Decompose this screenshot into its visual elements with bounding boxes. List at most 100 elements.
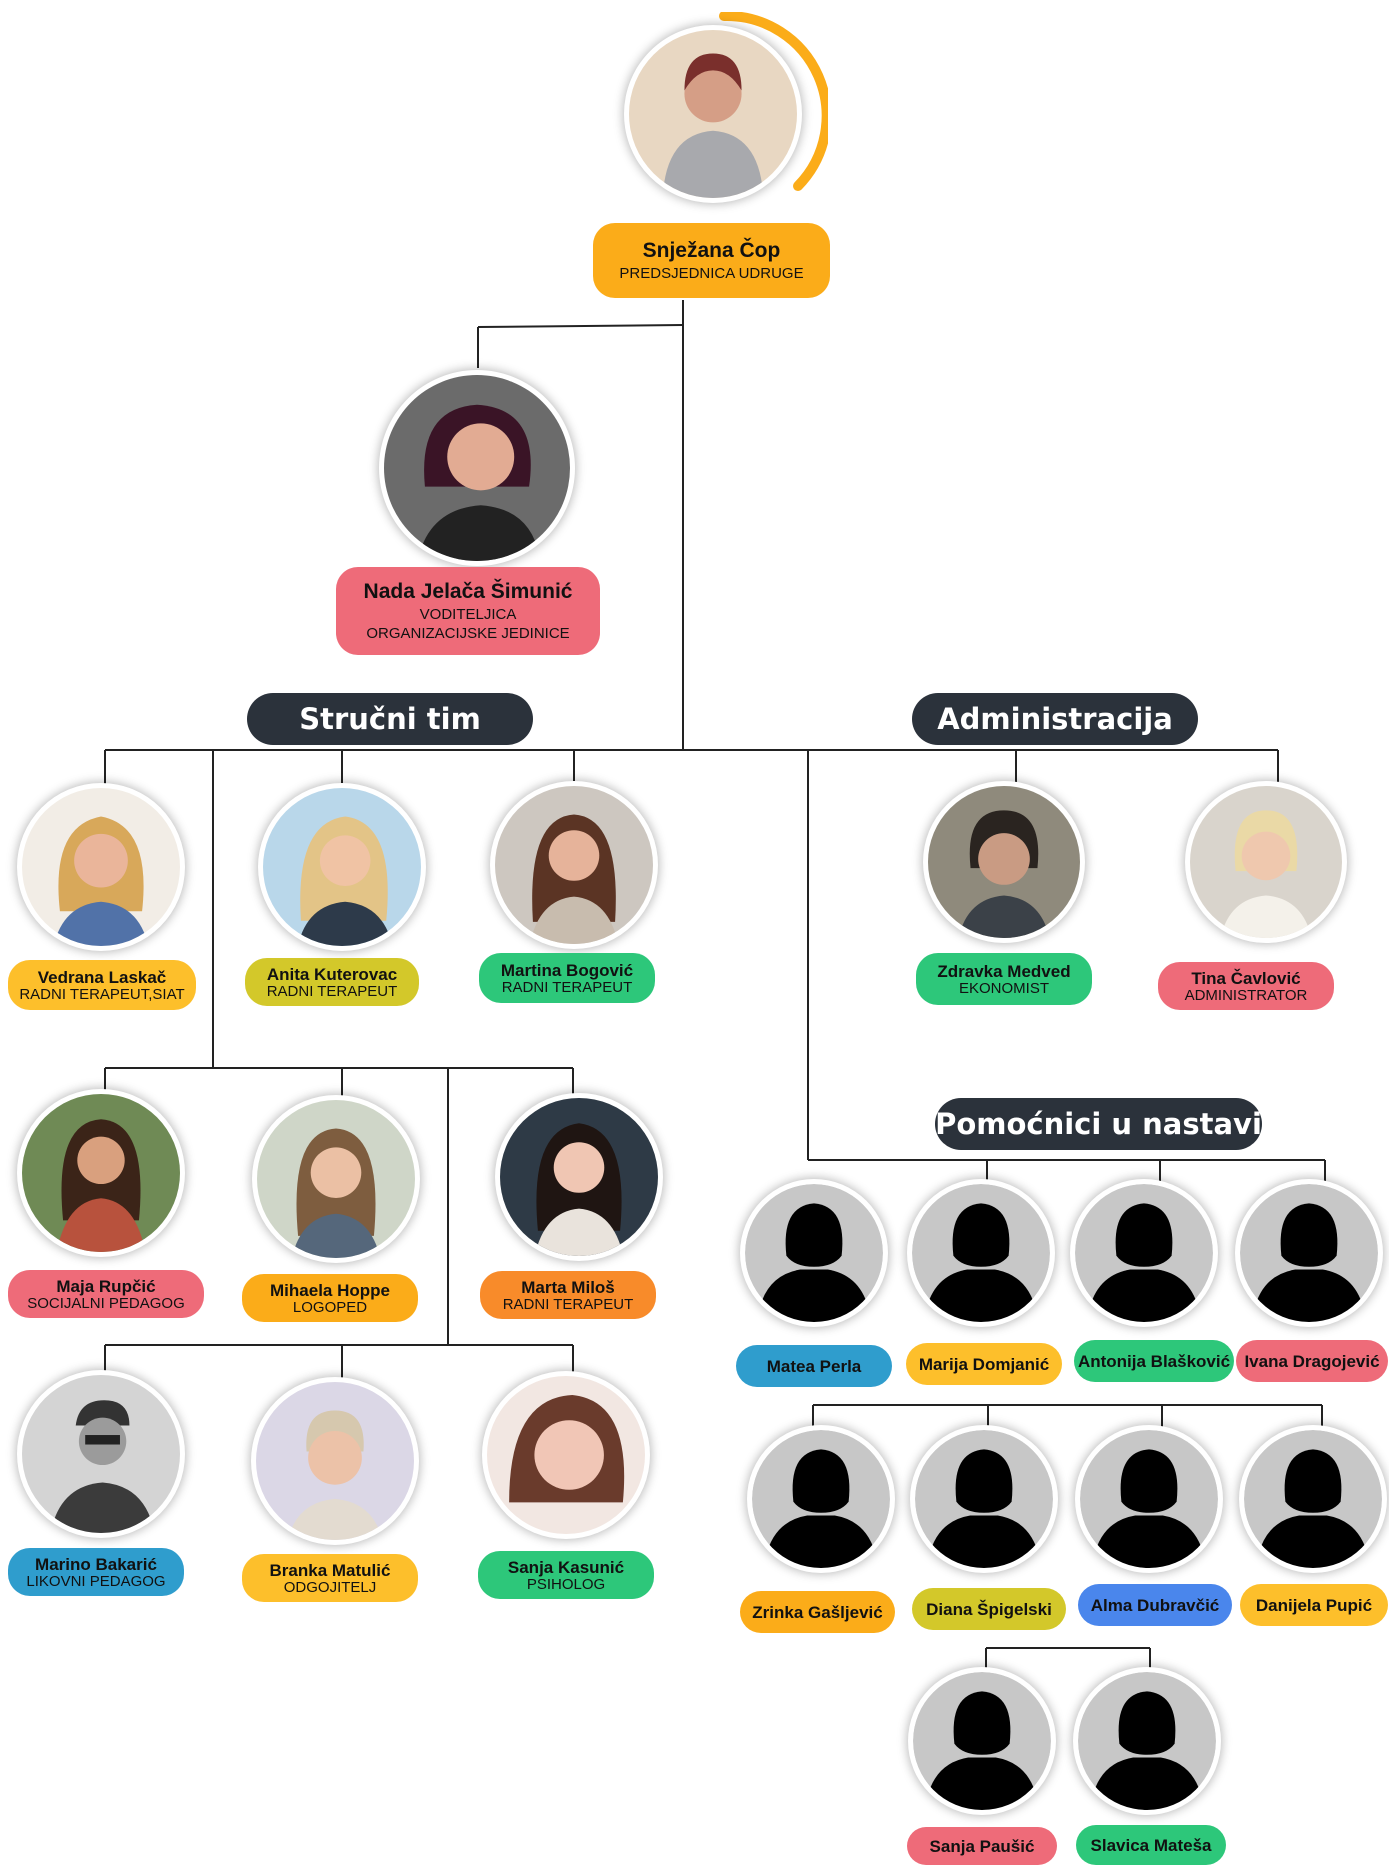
staff-role: PSIHOLOG xyxy=(526,1575,606,1593)
assistant-avatar xyxy=(745,1184,883,1322)
person-photo-icon xyxy=(487,1376,645,1534)
section-administracija: Administracija xyxy=(912,693,1198,745)
staff-tag-marta: Marta Miloš RADNI TERAPEUT xyxy=(480,1271,656,1319)
staff-role: ODGOJITELJ xyxy=(283,1578,377,1596)
staff-photo-martina xyxy=(495,786,653,944)
assistant-avatar xyxy=(1244,1430,1382,1568)
admin-photo-zdravka xyxy=(928,786,1080,938)
staff-tag-anita: Anita Kuterovac RADNI TERAPEUT xyxy=(245,958,419,1006)
staff-photo-branka xyxy=(256,1382,414,1540)
assistant-avatar xyxy=(915,1430,1053,1568)
person-silhouette-icon xyxy=(1080,1430,1218,1568)
assistant-tag-alma: Alma Dubravčić xyxy=(1078,1584,1232,1626)
staff-tag-maja: Maja Rupčić SOCIJALNI PEDAGOG xyxy=(8,1270,204,1318)
person-photo-icon xyxy=(257,1100,415,1258)
staff-name: Sanja Kasunić xyxy=(507,1557,625,1577)
manager-tag: Nada Jelača Šimunić VODITELJICA ORGANIZA… xyxy=(336,567,600,655)
person-photo-icon xyxy=(22,788,180,946)
staff-photo-maja xyxy=(22,1094,180,1252)
assistant-name: Sanja Paušić xyxy=(929,1836,1035,1856)
person-silhouette-icon xyxy=(912,1184,1050,1322)
president-role: PREDSJEDNICA UDRUGE xyxy=(619,265,804,282)
admin-name: Tina Čavlović xyxy=(1191,968,1301,988)
admin-role: ADMINISTRATOR xyxy=(1184,986,1308,1004)
assistant-tag-matea: Matea Perla xyxy=(736,1345,892,1387)
person-photo-icon xyxy=(495,786,653,944)
manager-photo xyxy=(384,375,570,561)
assistant-avatar xyxy=(752,1430,890,1568)
staff-tag-mihaela: Mihaela Hoppe LOGOPED xyxy=(242,1274,418,1322)
staff-tag-sanja-k: Sanja Kasunić PSIHOLOG xyxy=(478,1551,654,1599)
staff-name: Anita Kuterovac xyxy=(266,964,398,984)
person-photo-icon xyxy=(629,30,797,198)
manager-role-line1: VODITELJICA xyxy=(419,606,517,623)
person-photo-icon xyxy=(928,786,1080,938)
progress-ring xyxy=(719,12,828,191)
assistant-name: Danijela Pupić xyxy=(1255,1595,1373,1615)
assistant-name: Marija Domjanić xyxy=(918,1354,1050,1374)
person-silhouette-icon xyxy=(752,1430,890,1568)
person-silhouette-icon xyxy=(915,1430,1053,1568)
staff-name: Marta Miloš xyxy=(521,1277,615,1297)
assistant-tag-slavica: Slavica Mateša xyxy=(1076,1825,1226,1865)
assistant-tag-zrinka: Zrinka Gašljević xyxy=(740,1591,895,1633)
section-strucni-tim: Stručni tim xyxy=(247,693,533,745)
assistant-tag-sanja-p: Sanja Paušić xyxy=(907,1827,1057,1865)
assistant-name: Ivana Dragojević xyxy=(1244,1351,1380,1371)
staff-tag-branka: Branka Matulić ODGOJITELJ xyxy=(242,1554,418,1602)
person-photo-icon xyxy=(1190,786,1342,938)
staff-role: SOCIJALNI PEDAGOG xyxy=(27,1294,185,1312)
staff-tag-marino: Marino Bakarić LIKOVNI PEDAGOG xyxy=(8,1548,184,1596)
assistant-avatar xyxy=(1240,1184,1378,1322)
assistant-avatar xyxy=(1080,1430,1218,1568)
person-silhouette-icon xyxy=(913,1672,1051,1810)
assistant-avatar xyxy=(1075,1184,1213,1322)
staff-tag-martina: Martina Bogović RADNI TERAPEUT xyxy=(479,953,655,1003)
assistant-tag-antonija: Antonija Blašković xyxy=(1074,1340,1234,1382)
person-silhouette-icon xyxy=(1240,1184,1378,1322)
admin-name: Zdravka Medved xyxy=(937,961,1071,981)
person-silhouette-icon xyxy=(745,1184,883,1322)
person-silhouette-icon xyxy=(1075,1184,1213,1322)
person-photo-icon xyxy=(500,1098,658,1256)
president-tag: Snježana Čop PREDSJEDNICA UDRUGE xyxy=(593,223,830,298)
staff-name: Branka Matulić xyxy=(269,1560,391,1580)
assistant-avatar xyxy=(912,1184,1050,1322)
assistant-avatar xyxy=(1078,1672,1216,1810)
staff-name: Vedrana Laskač xyxy=(37,967,167,987)
assistant-name: Zrinka Gašljević xyxy=(752,1602,883,1622)
staff-name: Marino Bakarić xyxy=(35,1554,157,1574)
staff-name: Maja Rupčić xyxy=(56,1276,156,1296)
assistant-name: Matea Perla xyxy=(766,1356,862,1376)
person-silhouette-icon xyxy=(1244,1430,1382,1568)
staff-role: RADNI TERAPEUT xyxy=(502,1295,634,1313)
staff-photo-sanja-k xyxy=(487,1376,645,1534)
assistant-tag-ivana: Ivana Dragojević xyxy=(1236,1340,1388,1382)
person-photo-icon xyxy=(256,1382,414,1540)
staff-name: Martina Bogović xyxy=(500,960,634,980)
staff-role: LIKOVNI PEDAGOG xyxy=(26,1572,166,1590)
assistant-name: Antonija Blašković xyxy=(1077,1351,1231,1371)
person-photo-icon xyxy=(384,375,570,561)
assistant-name: Diana Špigelski xyxy=(926,1599,1052,1619)
assistant-avatar xyxy=(913,1672,1051,1810)
section-pomocnici: Pomoćnici u nastavi xyxy=(935,1098,1262,1150)
person-photo-icon xyxy=(22,1375,180,1533)
staff-photo-vedrana xyxy=(22,788,180,946)
president-name: Snježana Čop xyxy=(642,239,781,262)
admin-tag-zdravka: Zdravka Medved EKONOMIST xyxy=(916,953,1092,1005)
staff-name: Mihaela Hoppe xyxy=(270,1280,390,1300)
person-photo-icon xyxy=(22,1094,180,1252)
person-photo-icon xyxy=(263,788,421,946)
staff-role: LOGOPED xyxy=(292,1298,368,1316)
staff-photo-marta xyxy=(500,1098,658,1256)
staff-tag-vedrana: Vedrana Laskač RADNI TERAPEUT,SIAT xyxy=(8,960,196,1010)
staff-photo-marino xyxy=(22,1375,180,1533)
staff-photo-mihaela xyxy=(257,1100,415,1258)
president-photo xyxy=(629,30,797,198)
staff-role: RADNI TERAPEUT xyxy=(266,982,398,1000)
assistant-tag-marija: Marija Domjanić xyxy=(906,1343,1062,1385)
staff-role: RADNI TERAPEUT,SIAT xyxy=(19,985,185,1003)
admin-photo-tina xyxy=(1190,786,1342,938)
